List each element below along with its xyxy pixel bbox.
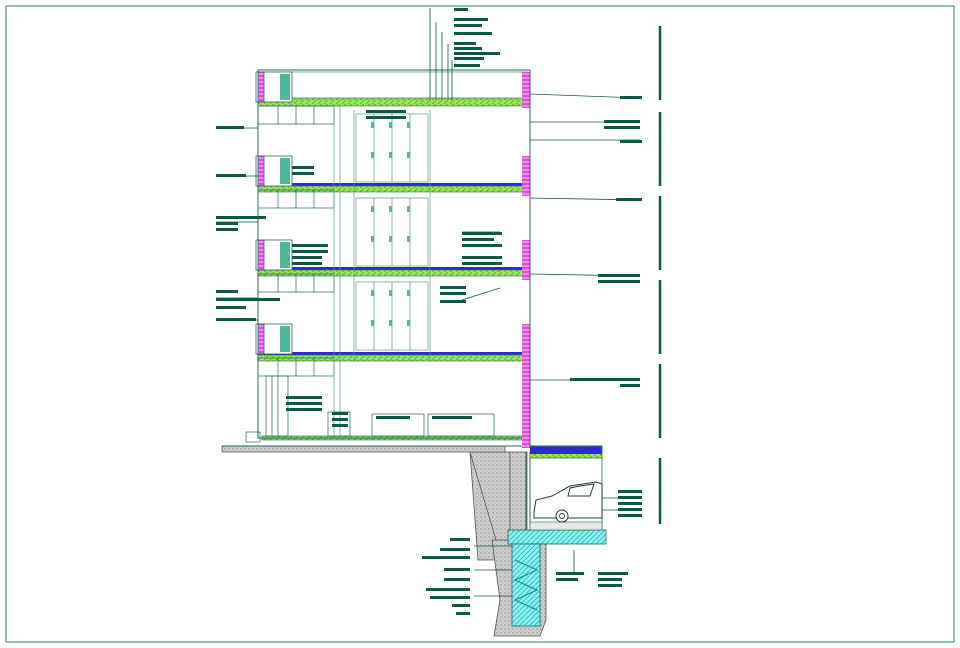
car-icon — [533, 481, 603, 523]
building-outline — [257, 69, 531, 439]
ground-floor-entrance — [245, 375, 495, 443]
facade-cladding — [522, 70, 531, 448]
roof-parapet — [259, 71, 529, 101]
pile-foundation — [507, 452, 607, 627]
floor-slabs — [257, 97, 531, 362]
door-handles — [371, 122, 410, 326]
left-balconies — [255, 71, 293, 355]
ground-soil — [221, 445, 547, 637]
annotation-labels — [216, 8, 642, 615]
sheet-frame — [5, 5, 955, 643]
